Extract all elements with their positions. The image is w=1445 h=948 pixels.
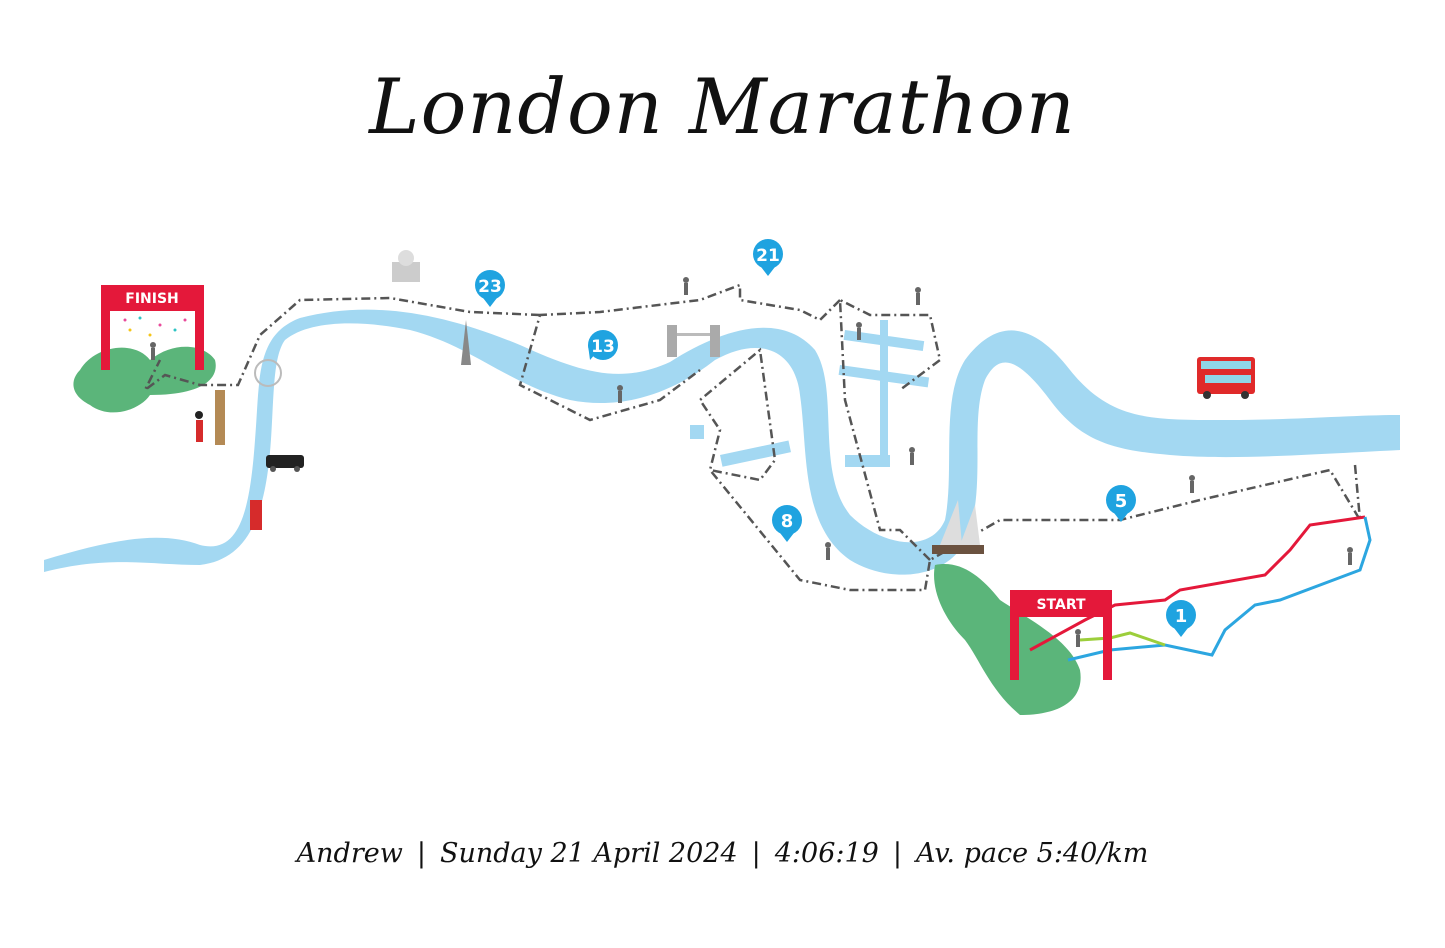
tower-bridge-icon [667, 325, 720, 357]
map-title: London Marathon [369, 62, 1076, 151]
runner-name: Andrew [296, 838, 403, 869]
svg-text:23: 23 [478, 277, 502, 297]
finish-time: 4:06:19 [774, 838, 879, 869]
route-green-start [1079, 631, 1166, 647]
runner-icons [150, 277, 1353, 647]
start-gate: START [1010, 590, 1112, 680]
double-decker-bus-icon [1197, 357, 1255, 399]
race-summary: Andrew | Sunday 21 April 2024 | 4:06:19 | Av. … [0, 838, 1445, 869]
docks [690, 320, 930, 467]
big-ben-icon [215, 390, 225, 445]
post-box-icon [250, 500, 262, 530]
greenwich-park [934, 564, 1081, 715]
black-cab-icon [266, 455, 304, 472]
separator: | [751, 838, 761, 869]
separator: | [416, 838, 426, 869]
mile-marker-1: 1 [1166, 600, 1196, 637]
london-eye-icon [254, 359, 282, 387]
finish-label: FINISH [125, 291, 179, 307]
mile-marker-8: 8 [772, 505, 802, 542]
queens-guard-icon [195, 411, 203, 442]
mile-marker-21: 21 [753, 239, 783, 276]
finish-gate: FINISH [101, 285, 204, 370]
route-blue-start [1067, 516, 1372, 662]
race-date: Sunday 21 April 2024 [439, 838, 738, 869]
river-thames [44, 309, 1400, 575]
average-pace: Av. pace 5:40/km [915, 838, 1149, 869]
mile-marker-23: 23 [475, 270, 505, 307]
cutty-sark-icon [932, 500, 984, 554]
mile-marker-13: 13 [588, 330, 618, 360]
svg-text:5: 5 [1115, 491, 1128, 512]
svg-text:8: 8 [781, 511, 794, 532]
mile-marker-5: 5 [1106, 485, 1136, 522]
st-james-park [73, 346, 216, 413]
svg-text:1: 1 [1175, 606, 1188, 627]
the-shard-icon [461, 320, 471, 365]
st-pauls-cathedral-icon [392, 250, 420, 282]
start-label: START [1036, 597, 1086, 613]
route-dashed [143, 283, 1362, 592]
separator: | [892, 838, 902, 869]
svg-text:13: 13 [591, 337, 615, 357]
svg-text:21: 21 [756, 246, 780, 266]
